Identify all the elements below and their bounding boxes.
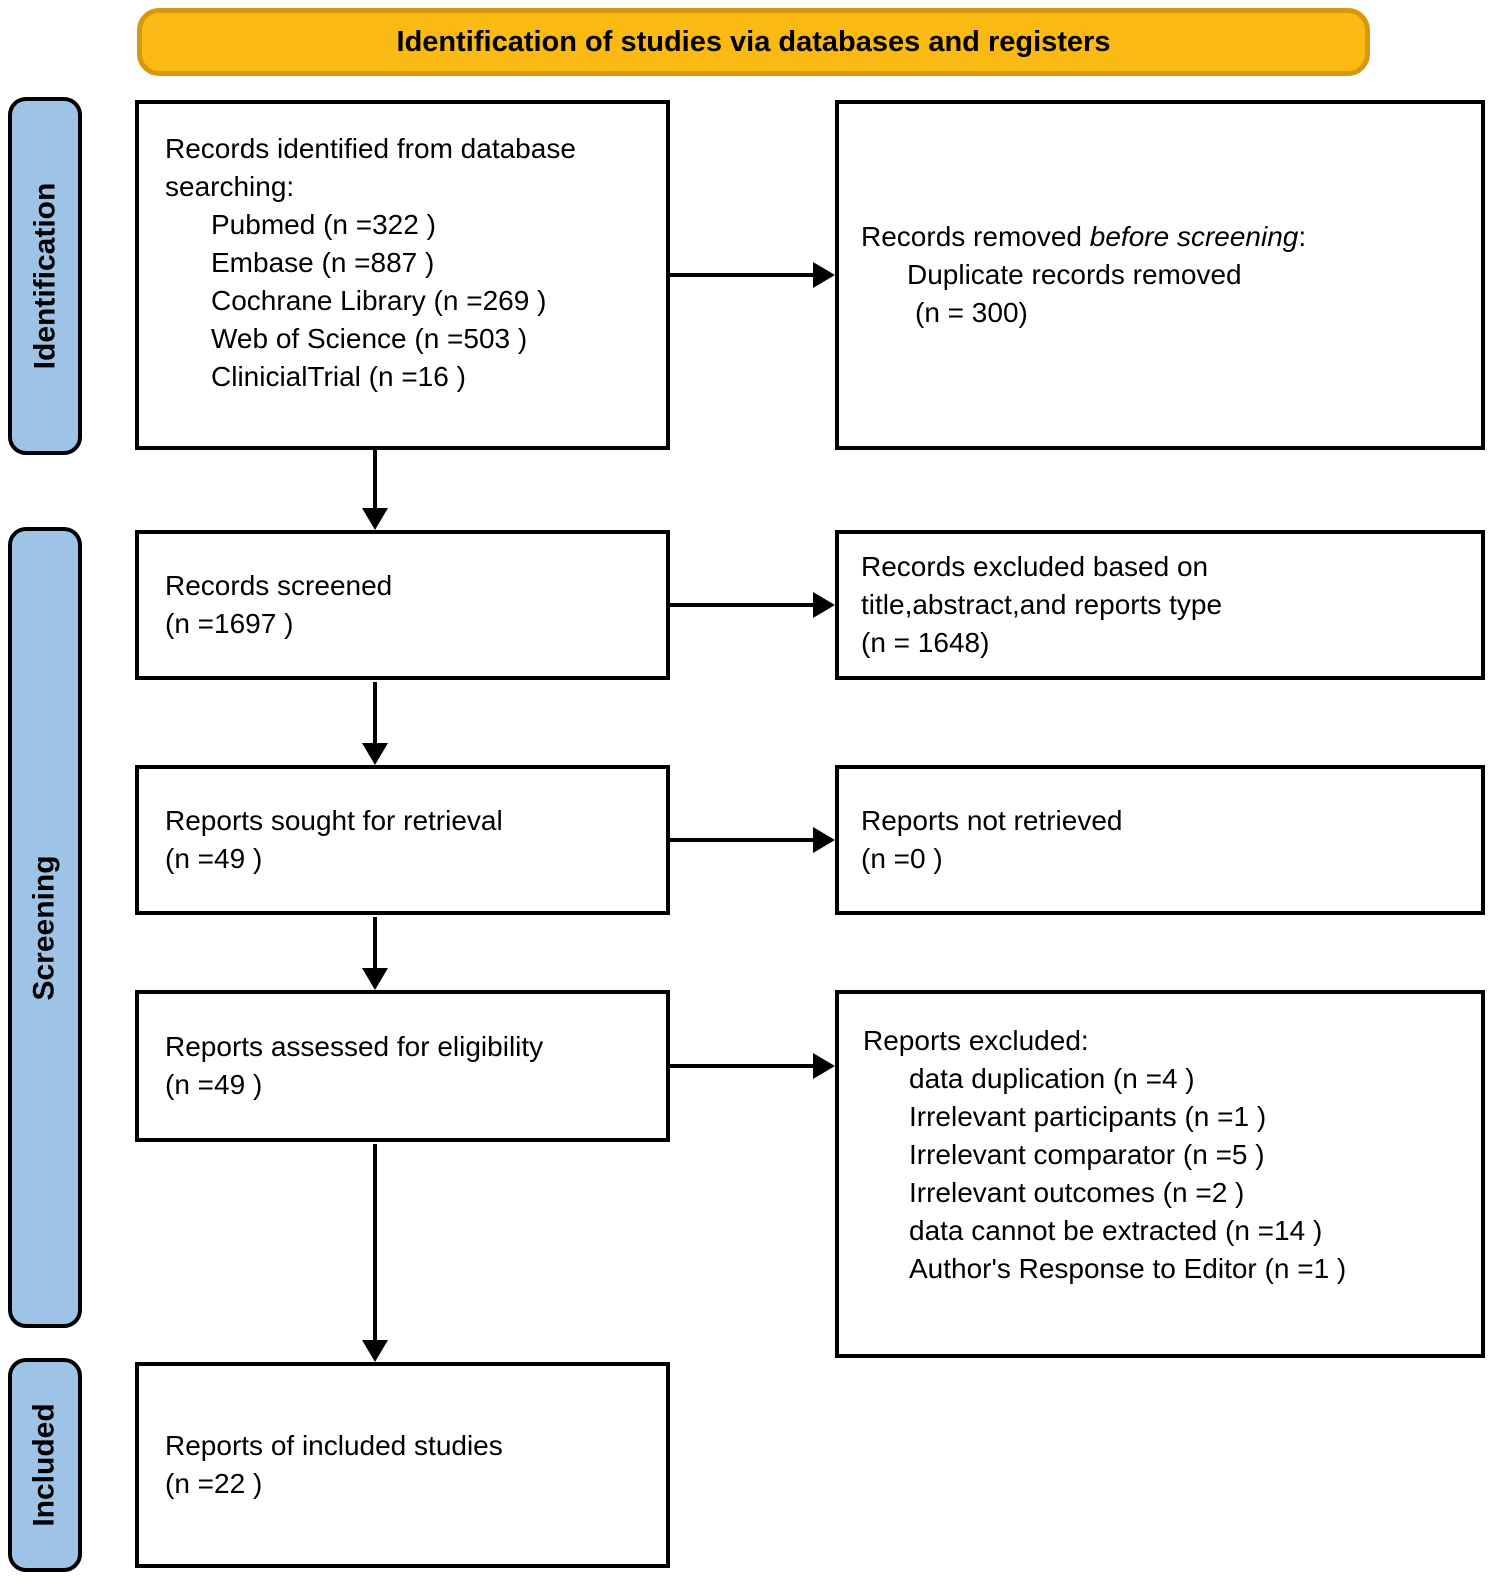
excluded-item-irrelevant-outcomes: Irrelevant outcomes (n =2 ) [909, 1177, 1245, 1208]
box-reports-assessed: Reports assessed for eligibility (n =49 … [135, 990, 670, 1142]
reports-sought-line1: Reports sought for retrieval [165, 805, 503, 836]
stage-label-included: Included [8, 1358, 82, 1572]
records-screened-count: (n =1697 ) [165, 608, 294, 639]
records-removed-lead-colon: : [1298, 221, 1307, 252]
banner-title: Identification of studies via databases … [396, 25, 1111, 58]
records-removed-lead: Records removed before screening: [861, 218, 1481, 256]
stage-label-screening-text: Screening [28, 854, 61, 1001]
reports-assessed-count: (n =49 ) [165, 1069, 263, 1100]
box-records-removed: Records removed before screening: Duplic… [835, 100, 1485, 450]
arrow-down-icon [362, 743, 388, 765]
reports-not-retrieved-line1: Reports not retrieved [861, 805, 1123, 836]
stage-label-identification: Identification [8, 97, 82, 455]
excluded-item-irrelevant-participants: Irrelevant participants (n =1 ) [909, 1101, 1267, 1132]
reports-included-line1: Reports of included studies [165, 1430, 503, 1461]
stage-label-included-text: Included [28, 1403, 61, 1527]
records-removed-lead-italic: before screening [1089, 221, 1299, 252]
box-records-identified: Records identified from database searchi… [135, 100, 670, 450]
box-reports-excluded: Reports excluded: data duplication (n =4… [835, 990, 1485, 1358]
excluded-item-author-response: Author's Response to Editor (n =1 ) [909, 1253, 1347, 1284]
arrow-stem [670, 838, 813, 842]
database-item-cochrane: Cochrane Library (n =269 ) [211, 285, 547, 316]
duplicate-records-count: (n = 300) [915, 297, 1028, 328]
arrow-right-icon [813, 592, 835, 618]
arrow-screened-to-excluded [670, 592, 835, 618]
arrow-assessed-to-included [362, 1144, 388, 1362]
arrow-down-icon [362, 508, 388, 530]
records-removed-lead-normal: Records removed [861, 221, 1090, 252]
arrow-stem [670, 603, 813, 607]
box-records-excluded-screening: Records excluded based on title,abstract… [835, 530, 1485, 680]
database-item-embase: Embase (n =887 ) [211, 247, 435, 278]
arrow-right-icon [813, 262, 835, 288]
arrow-identified-to-removed [670, 262, 835, 288]
database-item-clinicaltrial: ClinicialTrial (n =16 ) [211, 361, 466, 392]
box-reports-sought: Reports sought for retrieval (n =49 ) [135, 765, 670, 915]
database-item-web-of-science: Web of Science (n =503 ) [211, 323, 528, 354]
banner: Identification of studies via databases … [137, 8, 1370, 76]
excluded-item-data-duplication: data duplication (n =4 ) [909, 1063, 1195, 1094]
stage-label-identification-text: Identification [28, 182, 62, 370]
reports-sought-count: (n =49 ) [165, 843, 263, 874]
records-excluded-line1: Records excluded based on [861, 551, 1209, 582]
arrow-right-icon [813, 827, 835, 853]
arrow-screened-to-sought [362, 682, 388, 765]
reports-assessed-line1: Reports assessed for eligibility [165, 1031, 544, 1062]
box-reports-not-retrieved: Reports not retrieved (n =0 ) [835, 765, 1485, 915]
excluded-item-irrelevant-comparator: Irrelevant comparator (n =5 ) [909, 1139, 1265, 1170]
box-records-screened: Records screened (n =1697 ) [135, 530, 670, 680]
arrow-down-icon [362, 968, 388, 990]
arrow-stem [373, 450, 377, 508]
reports-not-retrieved-count: (n =0 ) [861, 843, 943, 874]
records-screened-line1: Records screened [165, 570, 393, 601]
reports-included-count: (n =22 ) [165, 1468, 263, 1499]
box-reports-included: Reports of included studies (n =22 ) [135, 1362, 670, 1568]
arrow-stem [373, 682, 377, 743]
records-identified-line1: Records identified from database [165, 133, 576, 164]
arrow-identified-to-screened [362, 450, 388, 530]
records-excluded-count: (n = 1648) [861, 627, 990, 658]
stage-label-screening: Screening [8, 527, 82, 1328]
duplicate-records-line: Duplicate records removed [907, 259, 1242, 290]
database-item-pubmed: Pubmed (n =322 ) [211, 209, 436, 240]
reports-excluded-title: Reports excluded: [863, 1025, 1089, 1056]
arrow-down-icon [362, 1340, 388, 1362]
arrow-stem [373, 917, 377, 968]
arrow-assessed-to-excluded [670, 1053, 835, 1079]
excluded-item-data-not-extracted: data cannot be extracted (n =14 ) [909, 1215, 1323, 1246]
arrow-stem [373, 1144, 377, 1340]
arrow-right-icon [813, 1053, 835, 1079]
records-excluded-line2: title,abstract,and reports type [861, 589, 1223, 620]
arrow-stem [670, 273, 813, 277]
records-identified-line2: searching: [165, 171, 295, 202]
arrow-stem [670, 1064, 813, 1068]
arrow-sought-to-assessed [362, 917, 388, 990]
arrow-sought-to-not-retrieved [670, 827, 835, 853]
